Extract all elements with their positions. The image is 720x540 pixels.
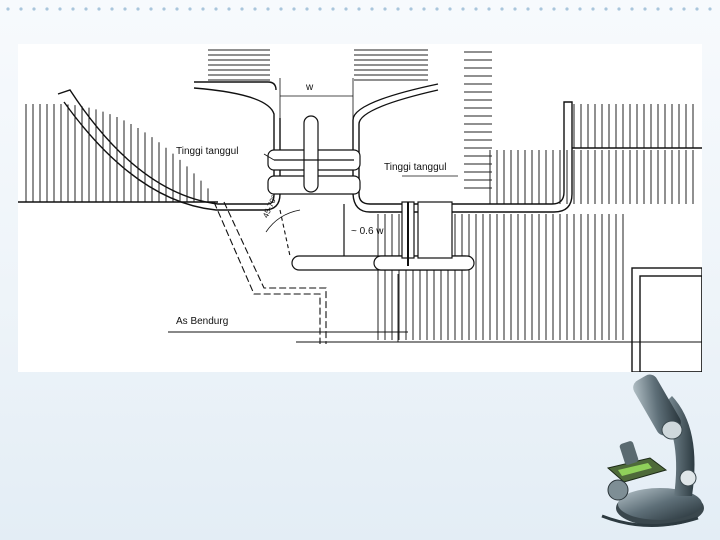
dotted-top-border (6, 7, 712, 11)
border-dot (279, 7, 283, 11)
border-dot (136, 7, 140, 11)
border-dot (448, 7, 452, 11)
border-dot (71, 7, 75, 11)
border-dot (552, 7, 556, 11)
width-label: w (306, 82, 314, 93)
levee-height-label-left: Tinggi tanggul (176, 146, 239, 157)
border-dot (682, 7, 686, 11)
border-dot (643, 7, 647, 11)
weir-gate (267, 115, 361, 195)
offset-label: ~ 0.6 w (351, 226, 384, 237)
border-dot (162, 7, 166, 11)
border-dot (708, 7, 712, 11)
border-dot (110, 7, 114, 11)
border-dot (591, 7, 595, 11)
border-dot (123, 7, 127, 11)
border-dot (357, 7, 361, 11)
border-dot (669, 7, 673, 11)
border-dot (409, 7, 413, 11)
border-dot (58, 7, 62, 11)
border-dot (175, 7, 179, 11)
microscope-icon (601, 374, 704, 527)
border-dot (630, 7, 634, 11)
border-dot (97, 7, 101, 11)
border-dot (383, 7, 387, 11)
border-dot (214, 7, 218, 11)
upper-left-pier-hatch (208, 49, 270, 81)
weir-axis-line (168, 274, 702, 343)
right-column-hatch (464, 51, 492, 189)
right-embankment-hatch (489, 104, 694, 204)
border-dot (149, 7, 153, 11)
border-dot (539, 7, 543, 11)
width-dimension (279, 78, 354, 134)
border-dot (331, 7, 335, 11)
angle-arc (265, 209, 301, 233)
border-dot (461, 7, 465, 11)
border-dot (396, 7, 400, 11)
leader-lines (263, 153, 458, 256)
border-dot (578, 7, 582, 11)
engineering-drawing: w 45-70° Tinggi tanggul Tinggi tanggul ~… (18, 44, 702, 372)
border-dot (526, 7, 530, 11)
border-dot (422, 7, 426, 11)
border-dot (188, 7, 192, 11)
border-dot (344, 7, 348, 11)
border-dot (253, 7, 257, 11)
border-dot (19, 7, 23, 11)
border-dot (656, 7, 660, 11)
border-dot (500, 7, 504, 11)
channel-outline (18, 81, 702, 213)
upper-middle-pier-hatch (354, 49, 428, 81)
border-dot (604, 7, 608, 11)
border-dot (513, 7, 517, 11)
border-dot (565, 7, 569, 11)
downstream-wall (213, 201, 327, 344)
border-dot (266, 7, 270, 11)
border-dot (305, 7, 309, 11)
border-dot (45, 7, 49, 11)
lower-right-hatch (377, 214, 624, 340)
border-dot (201, 7, 205, 11)
weir-axis-label: As Bendurg (176, 316, 229, 327)
border-dot (32, 7, 36, 11)
border-dot (435, 7, 439, 11)
weir-plan-drawing (18, 49, 702, 372)
right-building (631, 267, 702, 372)
border-dot (695, 7, 699, 11)
border-dot (487, 7, 491, 11)
border-dot (227, 7, 231, 11)
levee-height-label-right: Tinggi tanggul (384, 162, 447, 173)
border-dot (240, 7, 244, 11)
border-dot (318, 7, 322, 11)
border-dot (370, 7, 374, 11)
border-dot (84, 7, 88, 11)
border-dot (617, 7, 621, 11)
border-dot (474, 7, 478, 11)
border-dot (292, 7, 296, 11)
border-dot (6, 7, 10, 11)
